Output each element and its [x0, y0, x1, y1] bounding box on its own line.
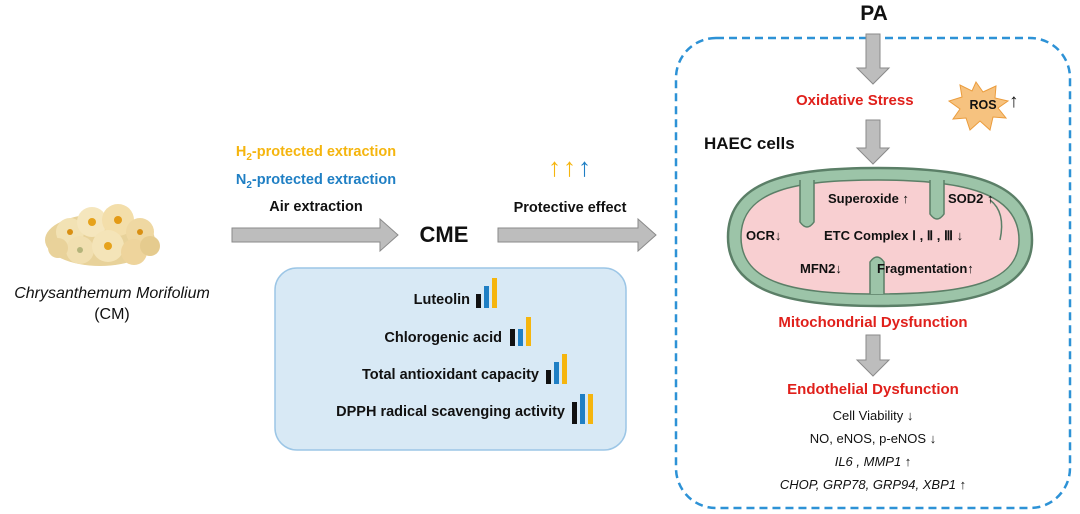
- n2-up-arrow-icon: ↑: [578, 152, 591, 182]
- fragmentation-label: Fragmentation↑: [877, 261, 974, 276]
- component-label-chlorogenic-acid: Chlorogenic acid: [384, 330, 502, 346]
- bar-group-dpph: [572, 392, 602, 424]
- ros-up-arrow-icon: ↑: [1009, 91, 1019, 112]
- ocr-label: OCR↓: [746, 228, 782, 243]
- air-bar: [476, 294, 481, 308]
- air-bar: [572, 402, 577, 424]
- marker-cell-viability: Cell Viability ↓: [832, 408, 914, 423]
- h2-bar: [562, 354, 567, 384]
- h2-extraction-label: H2-protected extraction: [235, 144, 397, 163]
- air-bar: [546, 370, 551, 384]
- arrow-to-cme: [231, 217, 399, 253]
- marker-no-enos: NO, eNOS, p-eNOS ↓: [809, 431, 937, 446]
- plant-abbreviation: (CM): [94, 306, 130, 323]
- pa-label: PA: [860, 2, 888, 25]
- cme-label: CME: [419, 222, 469, 247]
- air-extraction-label: Air extraction: [269, 199, 363, 215]
- superoxide-label: Superoxide ↑: [828, 191, 909, 206]
- chrysanthemum-image: [45, 204, 160, 266]
- h2-bar: [492, 278, 497, 308]
- n2-bar: [554, 362, 559, 384]
- arrow-pa-down: [855, 33, 891, 85]
- ros-burst-icon: [947, 80, 1010, 131]
- component-label-dpph: DPPH radical scavenging activity: [336, 404, 565, 420]
- n2-bar: [518, 329, 523, 346]
- ros-label: ROS: [969, 98, 997, 112]
- component-label-total-antioxidant: Total antioxidant capacity: [362, 367, 539, 383]
- n2-bar: [580, 394, 585, 424]
- oxidative-stress-label: Oxidative Stress: [796, 92, 914, 109]
- arrow-oxidative-down: [855, 119, 891, 165]
- h2-up-arrow-icon: ↑: [563, 152, 576, 182]
- marker-er-stress-genes: CHOP, GRP78, GRP94, XBP1 ↑: [779, 477, 967, 492]
- plant-name: Chrysanthemum Morifolium: [14, 285, 210, 302]
- endothelial-dysfunction-label: Endothelial Dysfunction: [787, 381, 959, 398]
- h2-up-arrow-icon: ↑: [548, 152, 561, 182]
- air-bar: [510, 329, 515, 346]
- n2-extraction-label: N2-protected extraction: [235, 172, 397, 191]
- mitochondrion-icon: [726, 166, 1034, 308]
- components-panel: [274, 267, 627, 451]
- effect-arrows: ↑↑↑: [548, 154, 591, 180]
- component-label-luteolin: Luteolin: [413, 292, 470, 308]
- bar-group-total-antioxidant: [546, 352, 576, 384]
- n2-bar: [484, 286, 489, 308]
- bar-group-luteolin: [476, 276, 506, 308]
- bar-group-chlorogenic-acid: [510, 316, 540, 346]
- mfn2-label: MFN2↓: [800, 261, 842, 276]
- protective-effect-label: Protective effect: [513, 200, 627, 216]
- h2-bar: [526, 317, 531, 346]
- sod2-label: SOD2 ↑: [948, 191, 994, 206]
- mitochondrial-dysfunction-label: Mitochondrial Dysfunction: [778, 314, 968, 331]
- arrow-protective-effect: [497, 217, 657, 253]
- etc-complex-label: ETC Complex Ⅰ , Ⅱ , Ⅲ ↓: [824, 228, 964, 243]
- marker-il6-mmp1: IL6 , MMP1 ↑: [834, 454, 912, 469]
- arrow-mito-dysfunction-down: [855, 334, 891, 377]
- haec-cells-label: HAEC cells: [704, 134, 795, 153]
- h2-bar: [588, 394, 593, 424]
